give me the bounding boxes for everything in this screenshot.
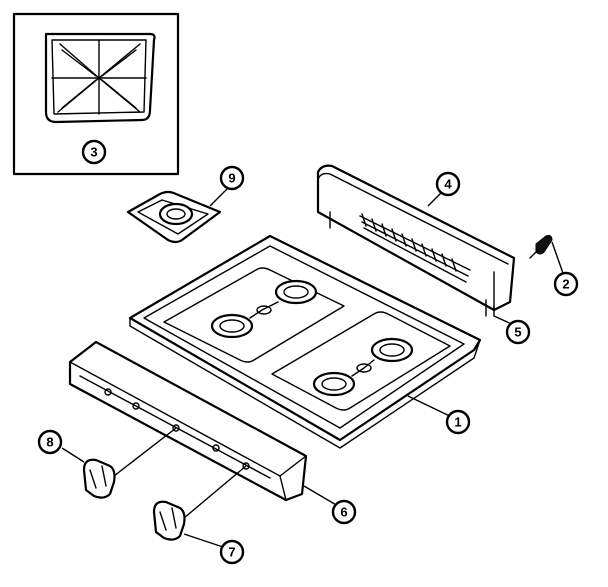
callout-1: 1: [445, 409, 471, 435]
callout-2: 2: [553, 271, 579, 297]
svg-text:8: 8: [46, 435, 53, 450]
callout-6: 6: [331, 499, 357, 525]
control-knob-7: [152, 465, 247, 541]
screw: [529, 235, 553, 259]
svg-text:6: 6: [340, 505, 347, 520]
backguard: [316, 164, 516, 317]
callout-3: 3: [81, 139, 107, 165]
callout-5: 5: [505, 319, 531, 345]
spill-plate: [126, 190, 222, 244]
callout-4: 4: [435, 171, 461, 197]
control-panel: [68, 340, 308, 502]
callout-8: 8: [37, 429, 63, 455]
svg-text:3: 3: [90, 145, 97, 160]
svg-text:2: 2: [562, 277, 569, 292]
svg-text:9: 9: [228, 171, 235, 186]
svg-text:7: 7: [228, 545, 235, 560]
control-knob-8: [82, 427, 177, 499]
svg-text:5: 5: [514, 325, 521, 340]
callout-9: 9: [219, 165, 245, 191]
svg-text:1: 1: [454, 415, 461, 430]
callout-7: 7: [219, 539, 245, 565]
leader-lines: [61, 185, 565, 549]
svg-text:4: 4: [444, 177, 452, 192]
knob-7-shaft-line: [183, 465, 247, 519]
cooktop-main-top: [128, 234, 482, 449]
knob-8-shaft-line: [113, 427, 177, 477]
